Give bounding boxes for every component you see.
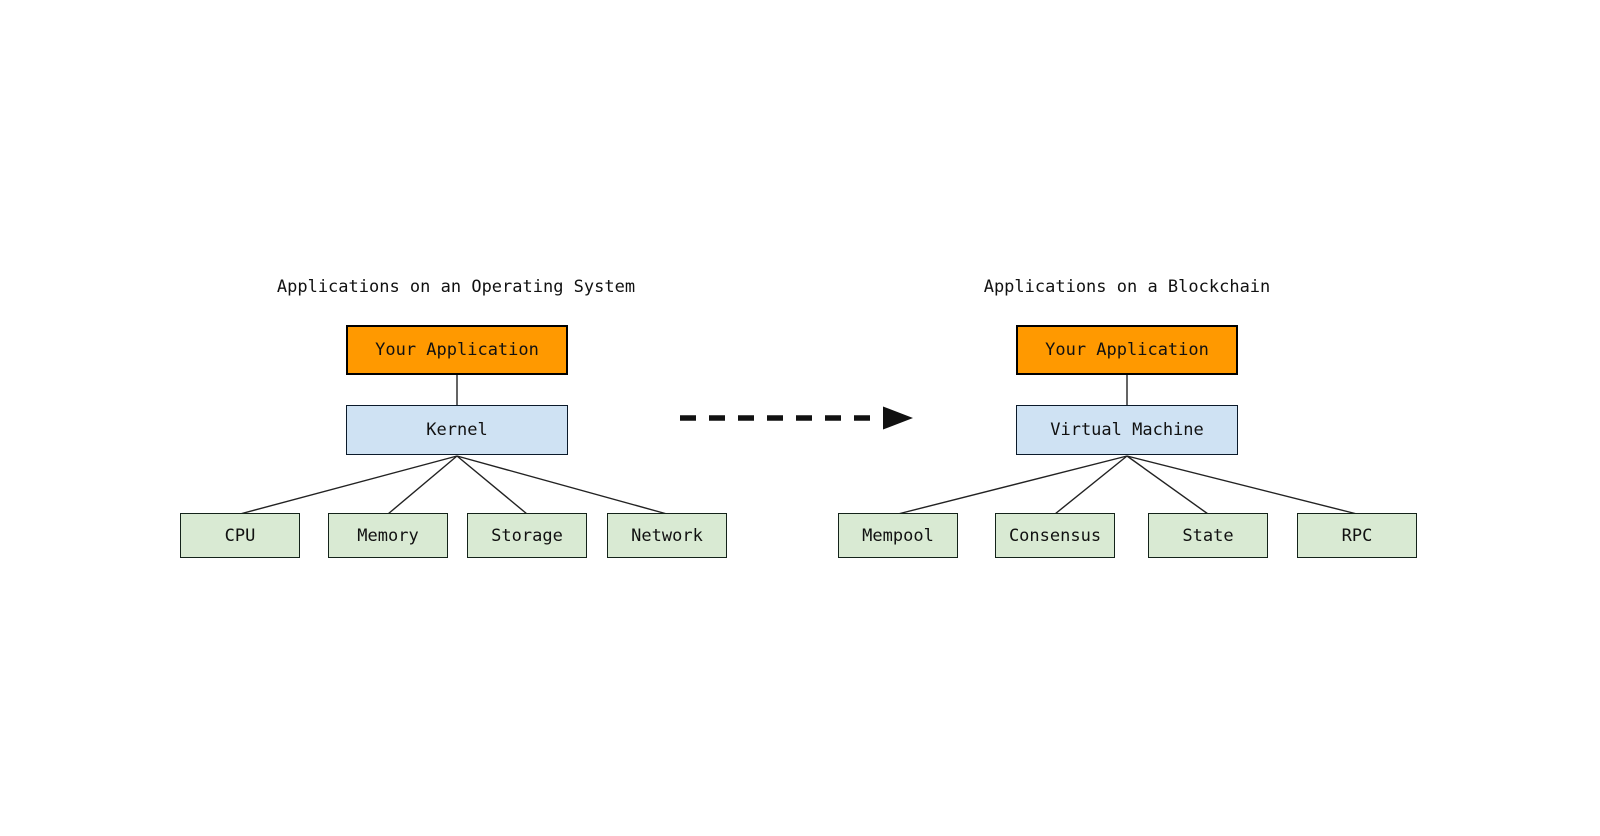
left-your-application-node: Your Application [346, 325, 568, 375]
vm-to-mempool-line [897, 455, 1128, 515]
transformation-arrow-icon [680, 406, 913, 430]
arrow-head [883, 406, 913, 430]
left-diagram-title: Applications on an Operating System [276, 277, 636, 297]
virtual-machine-node: Virtual Machine [1016, 405, 1238, 455]
kernel-node: Kernel [346, 405, 568, 455]
rpc-node: RPC [1297, 513, 1417, 558]
kernel-to-memory-line [387, 455, 458, 515]
kernel-to-network-line [456, 455, 668, 515]
kernel-to-cpu-line [239, 455, 458, 515]
state-node: State [1148, 513, 1268, 558]
right-tree-connectors [897, 375, 1358, 515]
storage-node: Storage [467, 513, 587, 558]
consensus-node: Consensus [995, 513, 1115, 558]
vm-to-consensus-line [1054, 455, 1128, 515]
cpu-node: CPU [180, 513, 300, 558]
memory-node: Memory [328, 513, 448, 558]
vm-to-rpc-line [1126, 455, 1358, 515]
right-diagram-title: Applications on a Blockchain [983, 277, 1271, 297]
network-node: Network [607, 513, 727, 558]
mempool-node: Mempool [838, 513, 958, 558]
left-tree-connectors [239, 375, 668, 515]
right-your-application-node: Your Application [1016, 325, 1238, 375]
kernel-to-storage-line [456, 455, 528, 515]
vm-to-state-line [1126, 455, 1209, 515]
